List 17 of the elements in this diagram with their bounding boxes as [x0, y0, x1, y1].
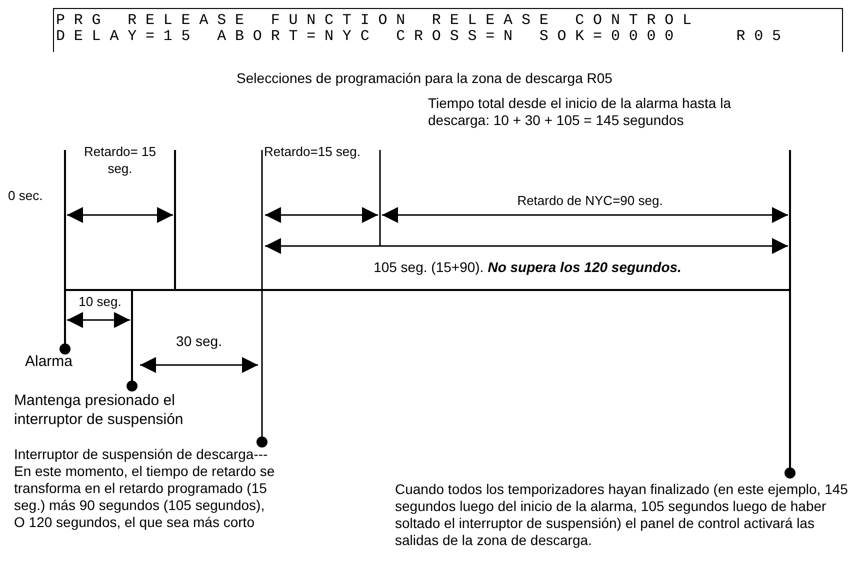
event-label: Alarma [25, 353, 74, 372]
event-description: Cuando todos los temporizadores hayan finalizado (en este ejemplo, 145 segundos luego del inicio de la alarma, 105 segundos luego de haber soltado el interruptor de suspensión) el panel de control activará las salidas de la zona de descarga. [395, 481, 848, 549]
duration-label: 105 seg. (15+90). [374, 259, 484, 275]
time-label: 0 sec. [8, 187, 44, 204]
note-text: Tiempo total desde el inicio de la alarma hasta la descarga: 10 + 30 + 105 = 145 segundos [428, 95, 732, 129]
event-description: Interruptor de suspensión de descarga---En este momento, el tiempo de retardo se transforma en el retardo programado (15 seg.) más 90 segundos (105 segundos), O 120 segundos, el que sea más corto [14, 446, 276, 531]
delay-label: Retardo de NYC=90 seg. [516, 192, 664, 209]
display-text: PRG RELEASE FUNCTION RELEASE CONTROL [56, 13, 700, 29]
duration-label: 30 seg. [175, 333, 223, 350]
warning-text: No supera los 120 segundos. [488, 259, 682, 275]
delay-label: Retardo=15 seg. [264, 143, 362, 160]
display-text: DELAY=15 ABORT=NYC CROSS=N SOK=0000 R05 [56, 29, 790, 45]
event-label: Mantenga presionado el interruptor de suspensión [14, 392, 184, 429]
delay-label: Retardo= 15 seg. [83, 143, 157, 177]
caption: Selecciones de programación para la zona de descarga R05 [236, 70, 614, 87]
display-screen [53, 8, 843, 52]
duration-label: 10 seg. [78, 293, 122, 310]
